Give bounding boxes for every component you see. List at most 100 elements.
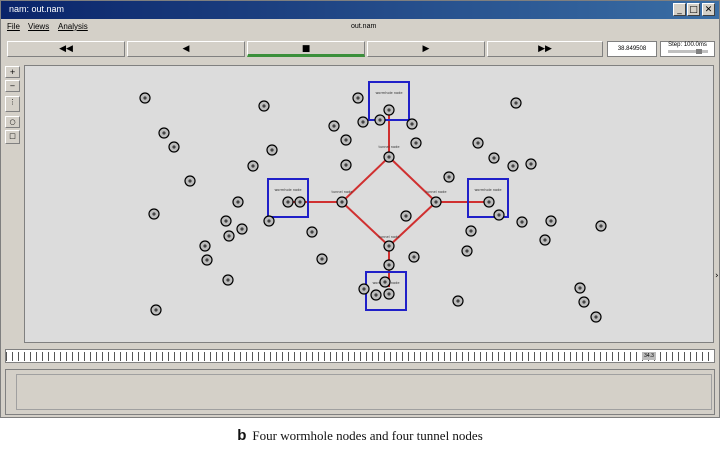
node-id-mark [361, 120, 365, 124]
figure-caption: b Four wormhole nodes and four tunnel nod… [0, 427, 720, 444]
tunnel-label: tunnel node [426, 190, 447, 194]
menu-bar: File Views Analysis out.nam [1, 20, 719, 36]
node-id-mark [205, 258, 209, 262]
node-id-mark [549, 219, 553, 223]
node-id-mark [162, 131, 166, 135]
node-id-mark [240, 227, 244, 231]
node-id-mark [387, 108, 391, 112]
node-id-mark [340, 200, 344, 204]
playback-controls: ◀◀ ◀ ■ ▶ ▶▶ 38.849508 Step: 100.0ms [5, 39, 717, 59]
node-id-mark [154, 308, 158, 312]
tunnel-label: tunnel node [379, 145, 400, 149]
node-id-mark [267, 219, 271, 223]
node-id-mark [286, 200, 290, 204]
node-id-mark [270, 148, 274, 152]
node-id-mark [310, 230, 314, 234]
node-id-mark [236, 200, 240, 204]
play-button[interactable]: ▶ [367, 41, 485, 57]
node-id-mark [404, 214, 408, 218]
tunnel-label: tunnel node [332, 190, 353, 194]
node-id-mark [374, 293, 378, 297]
node-id-mark [447, 175, 451, 179]
step-slider-thumb[interactable] [695, 49, 702, 54]
zoom-out-icon[interactable]: − [5, 80, 20, 92]
node-id-mark [172, 145, 176, 149]
node-id-mark [582, 300, 586, 304]
scroll-right-icon[interactable]: › [715, 271, 719, 281]
caption-text: Four wormhole nodes and four tunnel node… [252, 428, 483, 443]
zoom-in-icon[interactable]: + [5, 66, 20, 78]
left-toolbar: + − ⋮ ○ □ [5, 66, 21, 146]
edit-icon[interactable]: ⋮ [5, 96, 20, 112]
circle-tool-icon[interactable]: ○ [5, 116, 20, 128]
annotation-panel [5, 369, 715, 415]
node-id-mark [188, 179, 192, 183]
close-button[interactable]: ✕ [702, 3, 715, 16]
node-id-mark [344, 138, 348, 142]
caption-letter: b [237, 427, 247, 444]
node-id-mark [469, 229, 473, 233]
node-id-mark [344, 163, 348, 167]
node-id-mark [578, 286, 582, 290]
node-id-mark [224, 219, 228, 223]
menu-file[interactable]: File [7, 22, 20, 31]
node-id-mark [387, 263, 391, 267]
maximize-button[interactable]: □ [687, 3, 700, 16]
node-id-mark [203, 244, 207, 248]
wormhole-box [267, 178, 309, 218]
tunnel-link [341, 156, 390, 203]
minimize-button[interactable]: _ [673, 3, 686, 16]
node-id-mark [227, 234, 231, 238]
rewind-button[interactable]: ◀◀ [7, 41, 125, 57]
timeline-bar[interactable]: 34.3 [5, 349, 715, 363]
timeline-marker[interactable]: 34.3 [642, 352, 656, 360]
node-id-mark [387, 244, 391, 248]
nam-window: nam: out.nam _ □ ✕ File Views Analysis o… [0, 0, 720, 418]
node-id-mark [514, 101, 518, 105]
node-id-mark [456, 299, 460, 303]
fast-forward-button[interactable]: ▶▶ [487, 41, 603, 57]
node-id-mark [262, 104, 266, 108]
node-id-mark [434, 200, 438, 204]
node-id-mark [543, 238, 547, 242]
node-id-mark [492, 156, 496, 160]
node-id-mark [497, 213, 501, 217]
step-label: Step: 100.0ms [668, 42, 707, 48]
node-id-mark [362, 287, 366, 291]
step-slider[interactable]: Step: 100.0ms [660, 41, 715, 57]
tunnel-link [388, 156, 437, 203]
node-id-mark [412, 255, 416, 259]
node-id-mark [465, 249, 469, 253]
node-id-mark [378, 118, 382, 122]
wormhole-label: wormhole node [274, 188, 301, 192]
node-id-mark [143, 96, 147, 100]
tunnel-label: tunnel node [379, 235, 400, 239]
square-tool-icon[interactable]: □ [5, 130, 20, 144]
wormhole-box [368, 81, 410, 121]
step-slider-track[interactable] [667, 49, 708, 54]
menu-analysis[interactable]: Analysis [58, 22, 88, 31]
node-id-mark [152, 212, 156, 216]
node-id-mark [332, 124, 336, 128]
node-id-mark [410, 122, 414, 126]
node-id-mark [520, 220, 524, 224]
node-id-mark [387, 292, 391, 296]
wormhole-label: wormhole node [375, 91, 402, 95]
node-id-mark [387, 155, 391, 159]
timeline-ticks [6, 352, 714, 361]
node-id-mark [476, 141, 480, 145]
node-id-mark [356, 96, 360, 100]
time-display: 38.849508 [607, 41, 657, 57]
node-id-mark [320, 257, 324, 261]
node-id-mark [298, 200, 302, 204]
wormhole-label: wormhole node [474, 188, 501, 192]
node-id-mark [226, 278, 230, 282]
stop-button[interactable]: ■ [247, 41, 365, 57]
step-back-button[interactable]: ◀ [127, 41, 245, 57]
menu-views[interactable]: Views [28, 22, 50, 31]
node-id-mark [487, 200, 491, 204]
annotation-area[interactable] [16, 374, 712, 410]
node-id-mark [599, 224, 603, 228]
